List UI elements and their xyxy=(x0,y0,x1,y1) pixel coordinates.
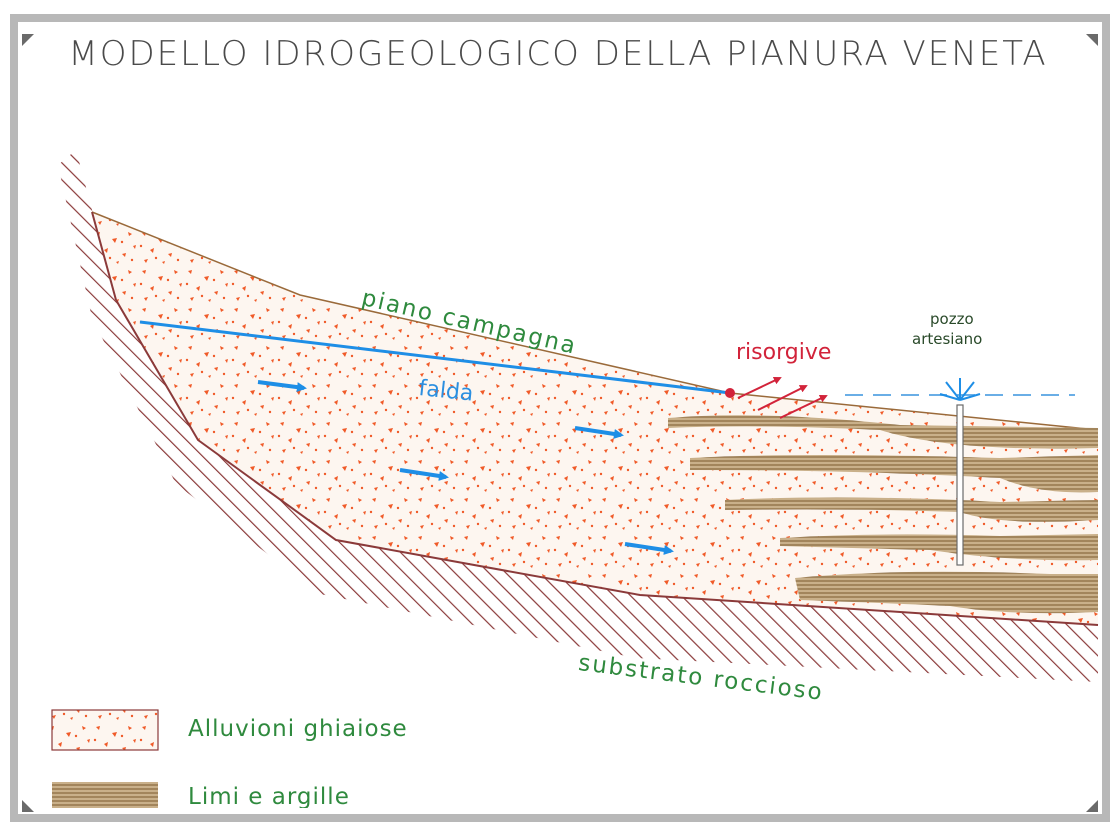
label-risorgive: risorgive xyxy=(736,340,831,365)
spring-arrow-icon xyxy=(738,378,780,398)
legend-swatch-gravel xyxy=(52,710,158,750)
label-pozzo: pozzo xyxy=(930,310,974,328)
label-artesiano: artesiano xyxy=(912,330,982,348)
spring-point xyxy=(725,388,735,398)
gravel-aquifer xyxy=(92,212,1098,625)
legend-label-clay: Limi e argille xyxy=(188,784,350,808)
legend-label-gravel: Alluvioni ghiaiose xyxy=(188,716,408,742)
legend-swatch-clay xyxy=(52,782,158,808)
